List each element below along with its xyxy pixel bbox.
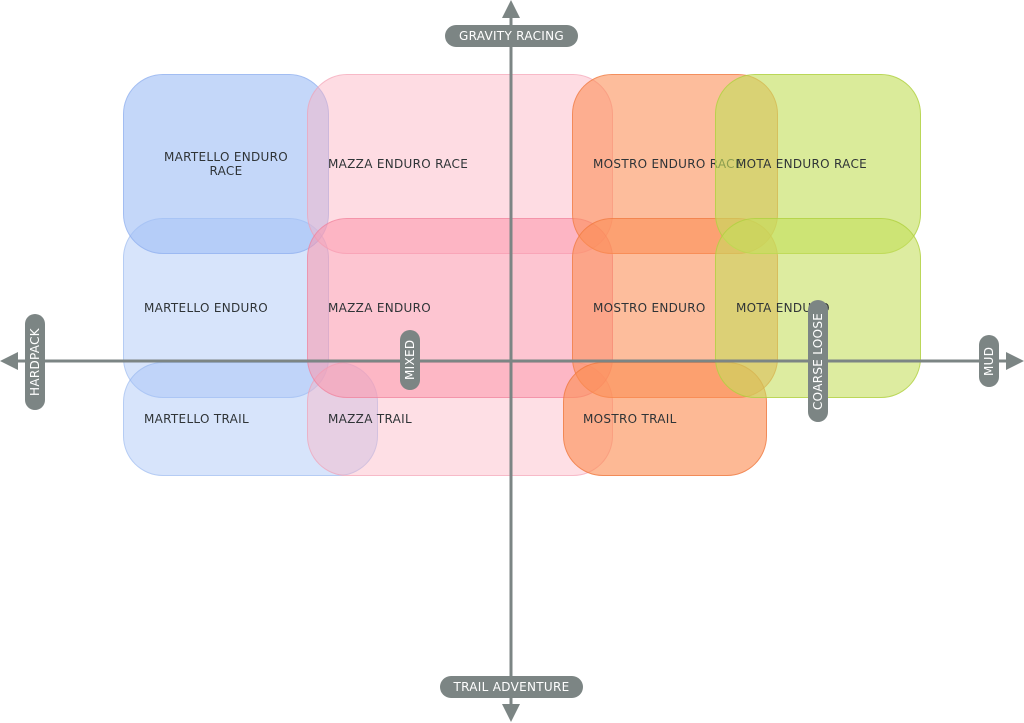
box-label: MOSTRO TRAIL [583,412,677,426]
box-label: MOSTRO ENDURO RACE [593,157,743,171]
box-label: MAZZA ENDURO RACE [328,157,469,171]
arrow-right-icon [1006,352,1024,370]
box-label: MARTELLO TRAIL [144,412,249,426]
box-mazza-enduro: MAZZA ENDURO [307,218,613,398]
arrow-down-icon [502,704,520,722]
box-label: MOSTRO ENDURO [593,301,706,315]
axis-label-top: GRAVITY RACING [445,25,578,47]
box-label: MARTELLO ENDURO RACE [163,150,288,178]
box-label: MARTELLO ENDURO [144,301,269,315]
box-martello-enduro-race: MARTELLO ENDURO RACE [123,74,329,254]
arrow-left-icon [0,352,18,370]
axis-label-right: MUD [979,335,999,387]
box-label: MOTA ENDURO [736,301,830,315]
box-label: MOTA ENDURO RACE [736,157,868,171]
box-label: MAZZA TRAIL [328,412,412,426]
arrow-up-icon [502,0,520,18]
axis-label-mixed: MIXED [400,330,420,390]
box-label: MAZZA ENDURO [328,301,431,315]
axis-label-bottom: TRAIL ADVENTURE [440,676,583,698]
axis-label-left: HARDPACK [25,314,45,410]
axis-label-coarse-loose: COARSE LOOSE [808,300,828,422]
